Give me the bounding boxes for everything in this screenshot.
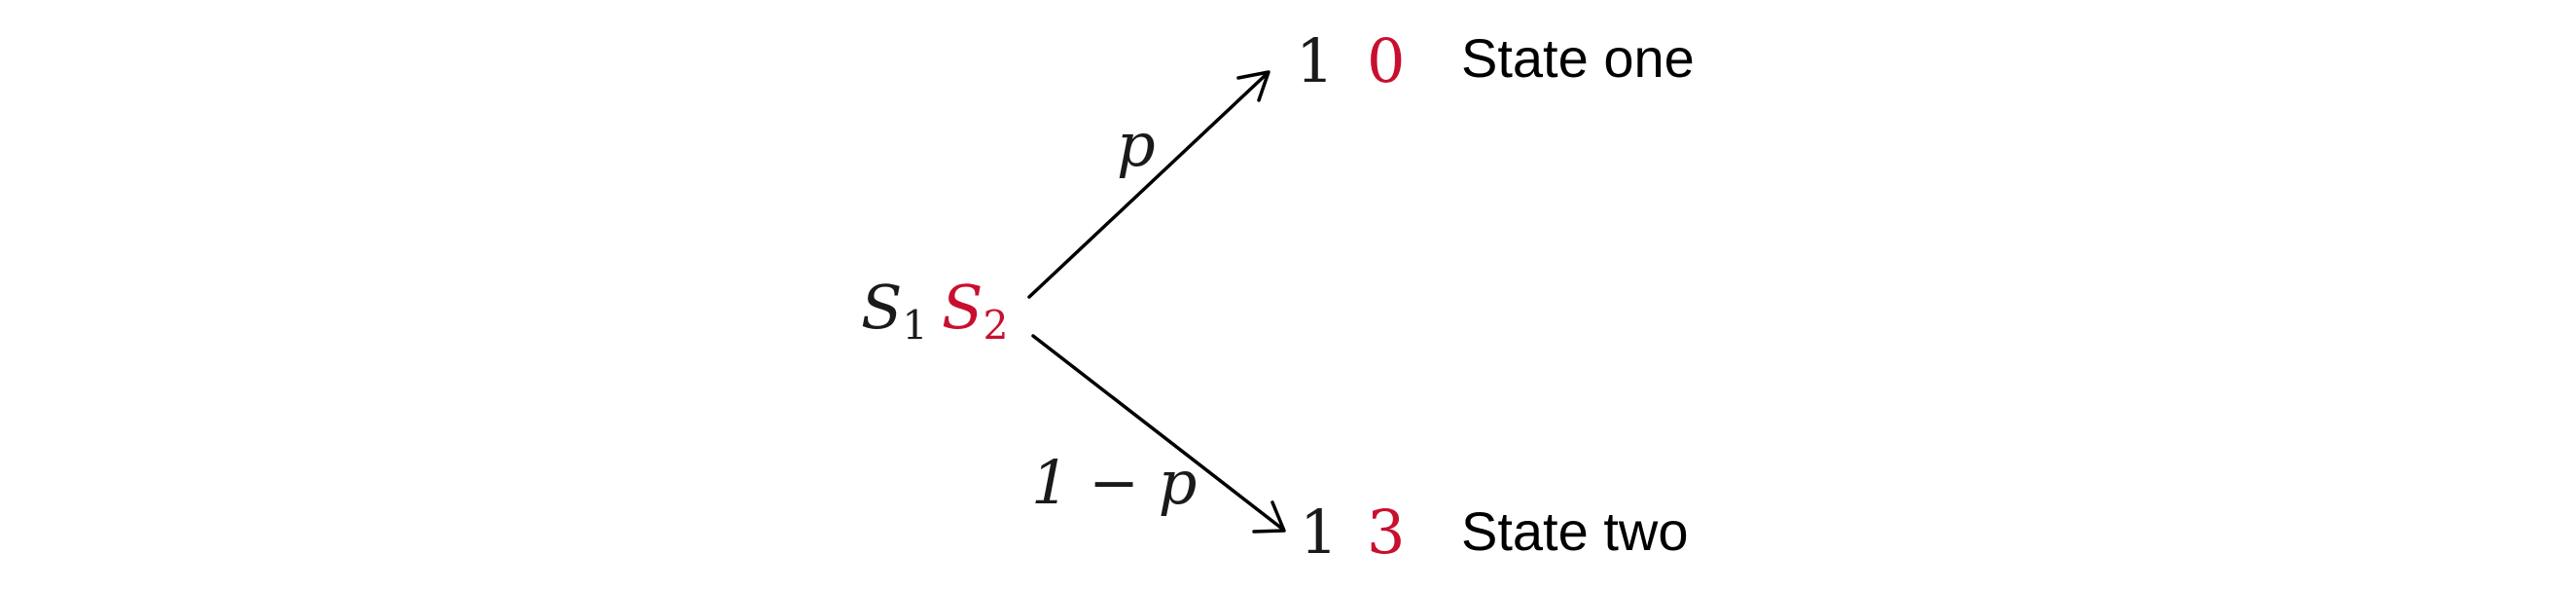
upper-arrow-line xyxy=(1027,72,1269,299)
upper-prob-label: p xyxy=(1117,109,1156,180)
root-s2-letter: S xyxy=(942,272,984,343)
lower-payoff-2: 3 xyxy=(1367,497,1406,568)
root-s2: S2 xyxy=(942,277,1009,346)
lower-prob-label: 1 − p xyxy=(1031,447,1198,518)
root-s2-sub: 2 xyxy=(983,302,1009,350)
lower-arrow-head xyxy=(1252,500,1286,534)
lower-arrow-line xyxy=(1031,334,1284,531)
root-s1: S1 xyxy=(861,277,928,346)
lower-payoff-1: 1 xyxy=(1300,497,1339,568)
upper-state-label: State one xyxy=(1461,27,1695,89)
root-s1-sub: 1 xyxy=(902,302,928,350)
lower-state-label: State two xyxy=(1461,500,1689,562)
upper-payoff-2: 0 xyxy=(1367,25,1406,96)
upper-arrow-head xyxy=(1236,70,1270,102)
root-s1-letter: S xyxy=(861,272,903,343)
upper-payoff-1: 1 xyxy=(1296,25,1335,96)
